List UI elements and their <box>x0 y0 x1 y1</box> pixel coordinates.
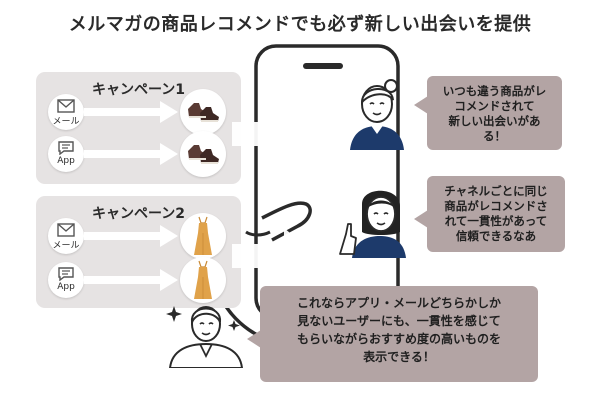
product-dress <box>180 257 226 303</box>
app-label: App <box>57 156 75 166</box>
mail-label: メール <box>52 117 80 127</box>
bubble-bottom-tail <box>247 330 261 348</box>
customer-woman-icon <box>350 79 404 150</box>
mail-icon <box>57 99 75 113</box>
mail-icon <box>57 223 75 237</box>
bubble-middle: チャネルごとに同じ 商品がレコメンドさ れて一貫性があって 信頼できるなあ <box>427 176 565 252</box>
campaign-1-title: キャンペーン1 <box>91 82 186 98</box>
app-label: App <box>57 282 75 292</box>
product-shoes <box>180 131 226 177</box>
bubble-middle-line-4: 信頼できるなあ <box>455 229 537 243</box>
page-title: メルマガの商品レコメンドでも必ず新しい出会いを提供 <box>68 14 532 35</box>
bubble-top-line-1: いつも違う商品がレ <box>442 84 547 98</box>
bubble-bottom-line-4: 表示できる！ <box>363 350 435 364</box>
app-icon <box>58 141 74 155</box>
dress-icon <box>194 216 212 255</box>
mail-label: メール <box>52 241 80 251</box>
shoes-icon <box>188 103 219 122</box>
row-arrow-icon <box>84 269 178 291</box>
campaign-2-title: キャンペーン2 <box>91 206 186 222</box>
sparkle-icon <box>166 306 182 322</box>
campaign-2-mail-channel: メール <box>48 218 84 254</box>
row-arrow-icon <box>84 101 178 123</box>
big-arrow-2-icon <box>232 228 318 284</box>
big-arrow-1-icon <box>232 106 318 162</box>
bubble-top-line-4: る！ <box>483 129 506 143</box>
row-arrow-icon <box>84 143 178 165</box>
app-icon <box>58 267 74 281</box>
customer-woman-pointing-icon <box>339 190 406 258</box>
bubble-top-tail <box>414 96 428 114</box>
row-arrow-icon <box>84 225 178 247</box>
bubble-top-line-3: 新しい出会いがあ <box>448 114 541 128</box>
sparkle-icon <box>228 320 240 331</box>
bubble-top: いつも違う商品がレ コメンドされて 新しい出会いがあ る！ <box>427 76 562 150</box>
bubble-bottom-line-2: 見ないユーザーにも、一貫性を感じて <box>297 314 501 328</box>
campaign-2-app-channel: App <box>48 262 84 298</box>
dress-icon <box>194 260 212 299</box>
bubble-bottom-line-1: これならアプリ・メールどちらかしか <box>296 296 501 310</box>
bubble-middle-line-1: チャネルごとに同じ <box>444 184 548 198</box>
bubble-bottom: これならアプリ・メールどちらかしか 見ないユーザーにも、一貫性を感じて もらいな… <box>260 286 538 382</box>
bubble-middle-line-2: 商品がレコメンドさ <box>444 199 548 213</box>
campaign-1-app-channel: App <box>48 136 84 172</box>
product-dress <box>180 213 226 259</box>
bubble-bottom-line-3: もらいながらおすすめ度の高いものを <box>296 332 501 346</box>
bubble-middle-line-3: れて一貫性があって <box>444 214 548 228</box>
bubble-top-line-2: コメンドされて <box>454 99 535 113</box>
campaign-1-mail-channel: メール <box>48 94 84 130</box>
product-shoes <box>180 89 226 135</box>
shoes-icon <box>188 145 219 164</box>
bubble-middle-tail <box>414 210 428 228</box>
marketer-woman-icon <box>166 306 244 368</box>
